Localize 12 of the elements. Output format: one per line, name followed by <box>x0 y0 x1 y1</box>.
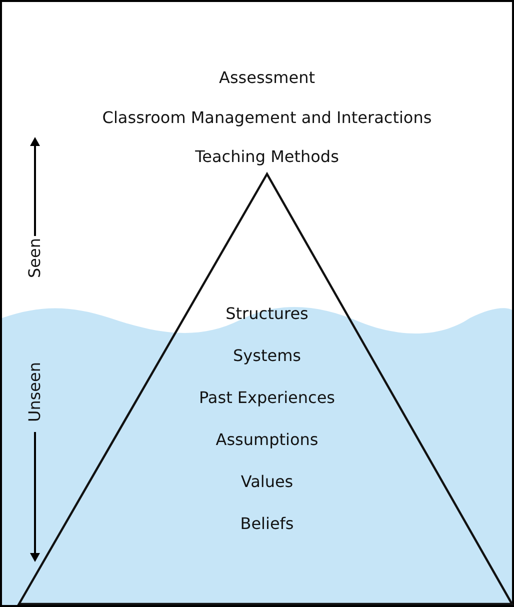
layer-label: Beliefs <box>240 514 294 534</box>
layer-label: Teaching Methods <box>195 147 339 167</box>
side-label: Seen <box>25 238 45 278</box>
iceberg-triangle <box>16 171 514 607</box>
layer-label: Structures <box>226 304 308 324</box>
layer-label: Values <box>240 472 294 492</box>
layer-label: Systems <box>233 346 301 366</box>
layer-label: Classroom Management and Interactions <box>102 108 432 128</box>
side-label: Unseen <box>25 362 45 422</box>
layer-label: Assumptions <box>216 430 318 450</box>
layer-label: Past Experiences <box>199 388 335 408</box>
layer-label: Assessment <box>219 68 315 88</box>
